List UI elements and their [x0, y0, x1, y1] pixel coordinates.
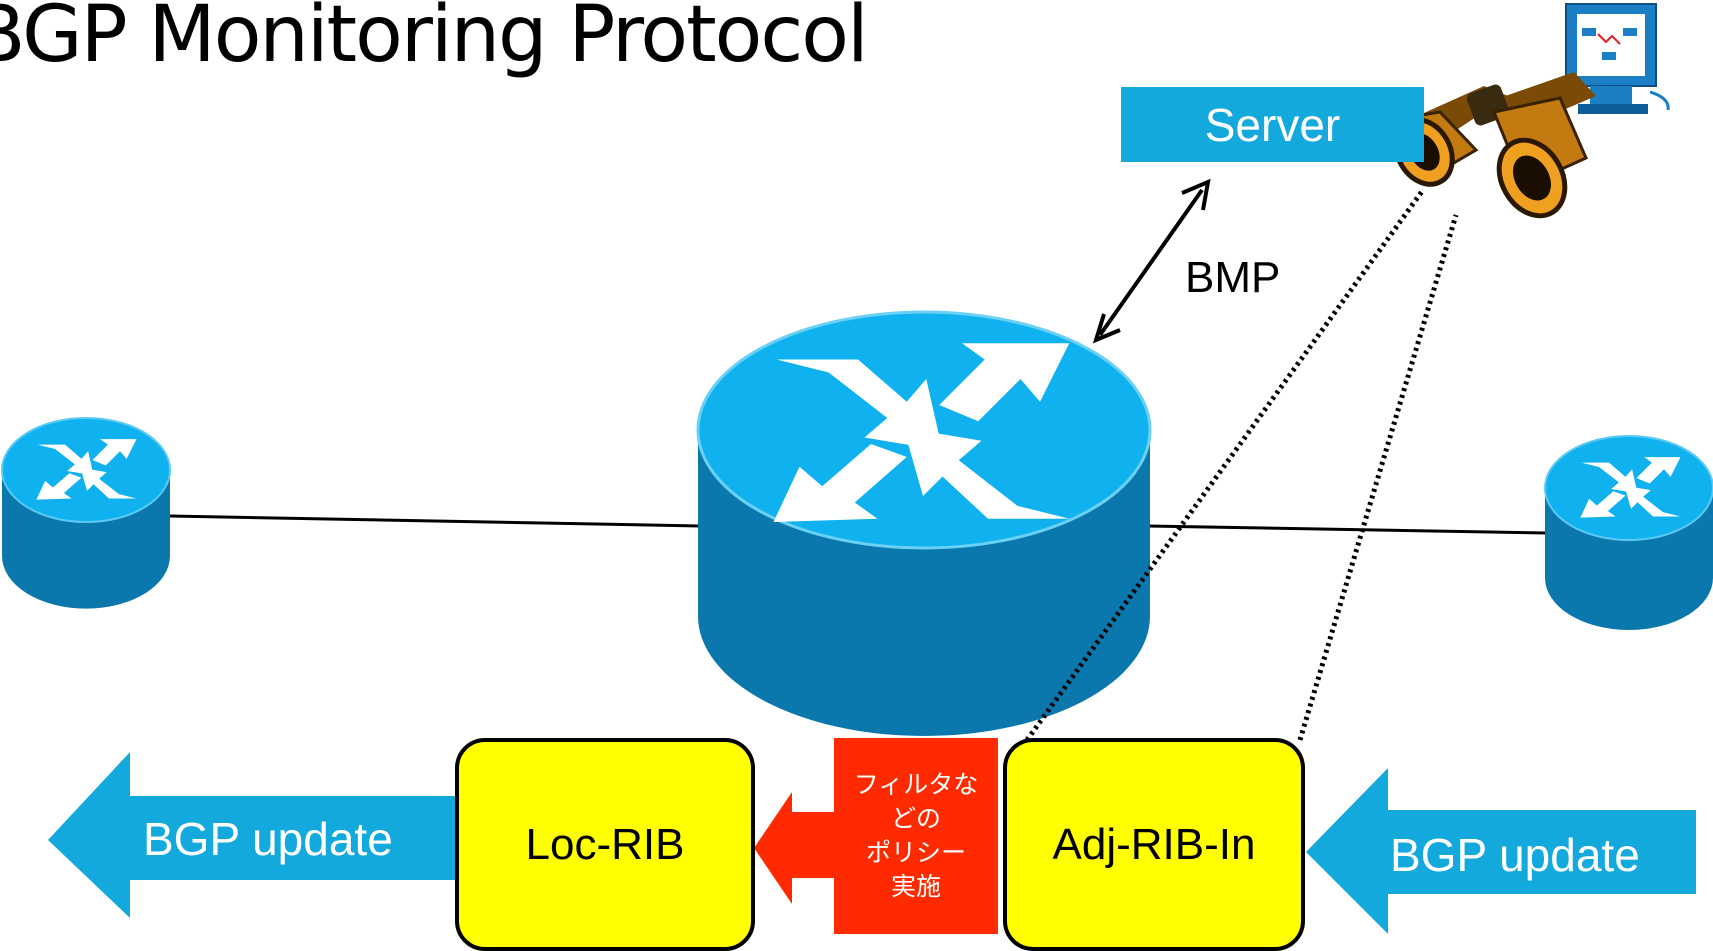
link-right — [1147, 524, 1546, 535]
policy-arrow — [754, 792, 836, 904]
adj-rib-in-label: Adj-RIB-In — [1052, 819, 1256, 869]
loc-rib-box: Loc-RIB — [455, 738, 755, 951]
policy-label: フィルタな どの ポリシー 実施 — [853, 771, 979, 901]
link-left — [169, 514, 701, 528]
monitor-line-adj — [1297, 214, 1459, 741]
bmp-label: BMP — [1185, 253, 1281, 302]
server-box: Server — [1121, 87, 1424, 162]
right-router — [1544, 435, 1713, 630]
bgp-update-right-arrow — [1306, 768, 1696, 934]
page-title: BGP Monitoring Protocol — [0, 0, 869, 80]
server-label: Server — [1204, 98, 1341, 151]
policy-box: フィルタな どの ポリシー 実施 — [834, 738, 998, 934]
loc-rib-label: Loc-RIB — [525, 819, 685, 869]
bgp-update-left-arrow — [48, 752, 456, 918]
adj-rib-in-box: Adj-RIB-In — [1003, 738, 1305, 951]
bgp-update-left-label: BGP update — [143, 813, 393, 865]
left-router — [1, 417, 171, 609]
bmp-arrow — [1092, 178, 1211, 344]
network-monitor-icon — [1565, 3, 1670, 114]
monitor-line-loc — [1024, 188, 1426, 742]
bgp-update-right-label: BGP update — [1390, 829, 1640, 881]
core-router — [696, 310, 1152, 736]
